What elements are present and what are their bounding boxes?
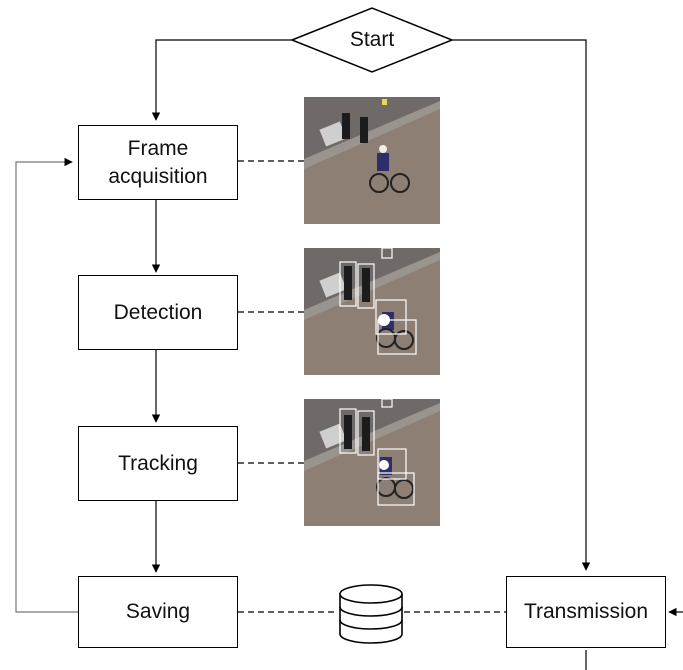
detection-label: Detection — [113, 300, 203, 324]
saving-label: Saving — [125, 600, 191, 624]
tracking-thumbnail — [304, 399, 440, 526]
detection-thumbnail — [304, 248, 440, 375]
transmission-box: Transmission — [506, 576, 666, 648]
tracking-box: Tracking — [78, 426, 238, 501]
start-to-transmission-line — [452, 39, 591, 571]
database-icon — [339, 584, 403, 644]
saving-box: Saving — [78, 576, 238, 648]
start-to-frame-line — [151, 39, 292, 121]
feedback-loop-line — [15, 157, 78, 613]
frame-acquisition-label-line2: acquisition — [108, 164, 208, 188]
start-label: Start — [349, 28, 395, 51]
transmission-label: Transmission — [523, 600, 649, 624]
frame-acquisition-thumbnail — [304, 97, 440, 224]
frame-acquisition-box: Frame acquisition — [78, 125, 238, 200]
tracking-label: Tracking — [118, 451, 198, 475]
frame-acquisition-label-line1: Frame — [127, 137, 189, 161]
detection-box: Detection — [78, 275, 238, 350]
